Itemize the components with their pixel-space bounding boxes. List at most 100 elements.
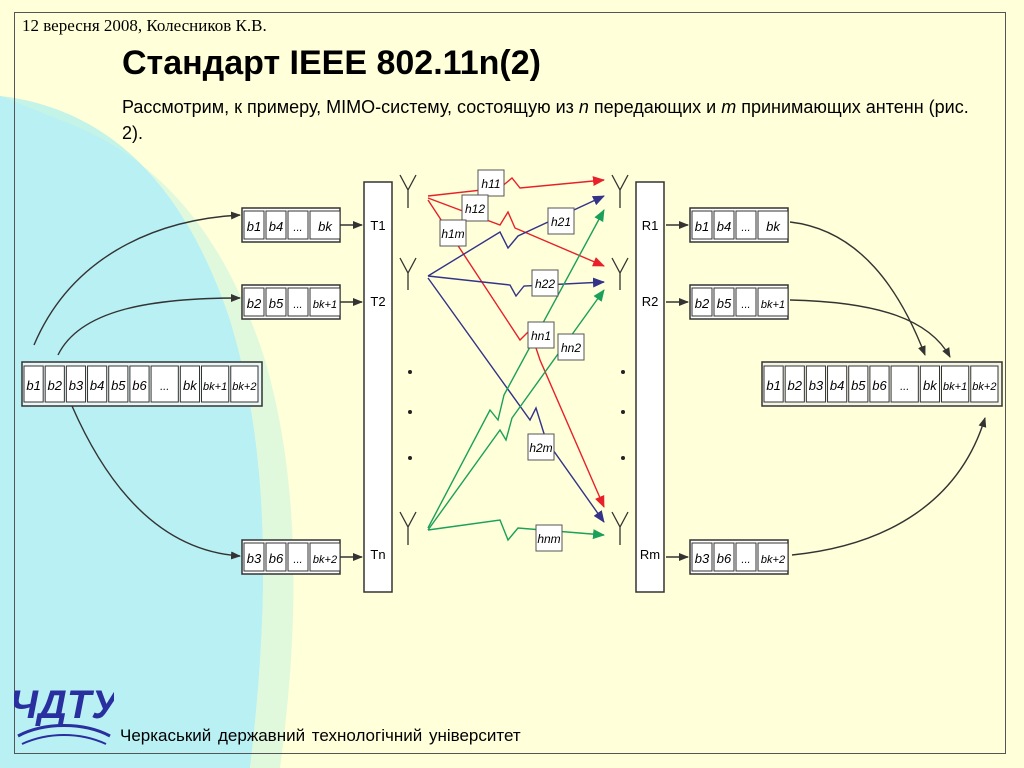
rx-label-r2: R2 bbox=[642, 294, 659, 309]
rx-stream-cell bbox=[757, 210, 789, 240]
university-logo: ЧДТУ bbox=[14, 683, 114, 745]
output-bit-cell bbox=[941, 365, 970, 403]
channel-label-h11: h11 bbox=[481, 177, 500, 191]
output-bit-cell bbox=[890, 365, 919, 403]
rx-label-rm: Rm bbox=[640, 547, 660, 562]
path-h2m bbox=[427, 277, 605, 523]
tx-stream-cell-label: b4 bbox=[269, 219, 283, 234]
tx-dot bbox=[408, 456, 412, 460]
rx-stream-cell bbox=[757, 542, 789, 572]
footer-university: Черкаський державний технологічний уніве… bbox=[120, 726, 521, 745]
intro-part1: Рассмотрим, к примеру, MIMO-систему, сос… bbox=[122, 97, 579, 117]
output-bit-cell-label: bk bbox=[923, 378, 938, 393]
input-bit-cell bbox=[150, 365, 179, 403]
tx-stream-cell-label: bk+2 bbox=[313, 554, 337, 566]
rx-stream-cell-label: ... bbox=[741, 554, 750, 566]
tx-stream-cell bbox=[287, 542, 309, 572]
tx-stream-cell-label: ... bbox=[293, 222, 302, 234]
rx-antenna-icon bbox=[611, 174, 629, 208]
rx-label-r1: R1 bbox=[642, 218, 659, 233]
rx-stream-cell-label: b3 bbox=[695, 551, 710, 566]
channel-label-box bbox=[535, 524, 563, 552]
intro-text: Рассмотрим, к примеру, MIMO-систему, сос… bbox=[122, 94, 972, 146]
merge-arrow-1 bbox=[789, 221, 926, 356]
logo-wave bbox=[21, 734, 107, 745]
output-bit-cell bbox=[763, 365, 784, 403]
input-bit-cell-label: b1 bbox=[26, 378, 40, 393]
input-bit-cell bbox=[179, 365, 201, 403]
receiver-column bbox=[635, 181, 665, 593]
tx-stream-cell bbox=[287, 287, 309, 317]
output-bit-cell-label: b2 bbox=[788, 378, 803, 393]
rx-stream-cell bbox=[735, 287, 757, 317]
tx-label-tn: Tn bbox=[370, 547, 385, 562]
path-hnm bbox=[427, 519, 605, 542]
rx-dot bbox=[621, 410, 625, 414]
output-bit-cell-label: ... bbox=[900, 381, 909, 393]
page-title: Стандарт IEEE 802.11n(2) bbox=[122, 44, 541, 82]
input-bit-cell-label: b5 bbox=[111, 378, 126, 393]
input-bit-cell bbox=[108, 365, 129, 403]
path-h21 bbox=[427, 195, 605, 277]
output-bit-cell-label: b1 bbox=[766, 378, 780, 393]
intro-n: n bbox=[578, 97, 589, 117]
rx-stream-cell-label: b4 bbox=[717, 219, 731, 234]
output-bit-cell bbox=[869, 365, 890, 403]
rx-stream-cell-label: b6 bbox=[717, 551, 732, 566]
rx-stream-cell-label: b1 bbox=[695, 219, 709, 234]
input-bit-cell-label: bk+1 bbox=[203, 381, 227, 393]
channel-label-h1m: h1m bbox=[441, 227, 464, 241]
intro-m: m bbox=[721, 97, 737, 117]
path-hn2 bbox=[427, 289, 605, 531]
receiver-block: R1 R2 Rm bbox=[621, 181, 665, 593]
background-wave-green bbox=[0, 96, 294, 768]
output-bit-cell-label: b3 bbox=[809, 378, 824, 393]
logo-wave bbox=[17, 724, 111, 738]
output-bit-cell bbox=[848, 365, 869, 403]
tx-stream-cell-label: b5 bbox=[269, 296, 284, 311]
tx-stream-cell-label: ... bbox=[293, 299, 302, 311]
path-h22 bbox=[427, 275, 605, 298]
tx-stream-cell bbox=[265, 542, 287, 572]
input-bit-cell bbox=[129, 365, 150, 403]
output-bit-cell bbox=[784, 365, 805, 403]
path-h11 bbox=[427, 176, 605, 197]
tx-stream-cell-label: b3 bbox=[247, 551, 262, 566]
tx-stream-cell-label: b6 bbox=[269, 551, 284, 566]
input-bit-cell-label: b2 bbox=[48, 378, 63, 393]
input-bit-cell bbox=[23, 365, 44, 403]
channel-label-box bbox=[527, 321, 555, 349]
tx-label-t1: T1 bbox=[370, 218, 385, 233]
channel-label-box bbox=[547, 207, 575, 235]
rx-dot bbox=[621, 456, 625, 460]
tx-stream-cell bbox=[265, 210, 287, 240]
rx-stream-cell bbox=[713, 210, 735, 240]
tx-dot bbox=[408, 410, 412, 414]
tx-stream-cell bbox=[309, 210, 341, 240]
rx-stream-cell-label: ... bbox=[741, 222, 750, 234]
merge-arrow-2 bbox=[789, 299, 951, 358]
tx-stream-cell bbox=[243, 210, 265, 240]
transmitter-block: T1 T2 Tn bbox=[363, 181, 412, 593]
input-bit-cell-label: b6 bbox=[132, 378, 147, 393]
tx-stream-cell bbox=[243, 287, 265, 317]
distribution-arrows bbox=[33, 211, 987, 560]
logo-text: ЧДТУ bbox=[14, 683, 114, 727]
rx-stream-cell bbox=[735, 542, 757, 572]
output-bit-cell-label: bk+2 bbox=[972, 381, 996, 393]
channel-label-h22: h22 bbox=[535, 277, 555, 291]
channel-label-box bbox=[527, 433, 555, 461]
tx-stream-cell bbox=[243, 542, 265, 572]
tx-stream-cell bbox=[287, 210, 309, 240]
antennas bbox=[399, 174, 629, 545]
input-bit-cell-label: b4 bbox=[90, 378, 104, 393]
input-bit-cell-label: b3 bbox=[69, 378, 84, 393]
tx-antenna-icon bbox=[399, 174, 417, 208]
input-bit-cell-label: bk+2 bbox=[232, 381, 256, 393]
channel-label-hn2: hn2 bbox=[561, 341, 581, 355]
tx-label-t2: T2 bbox=[370, 294, 385, 309]
input-bit-cell bbox=[44, 365, 65, 403]
